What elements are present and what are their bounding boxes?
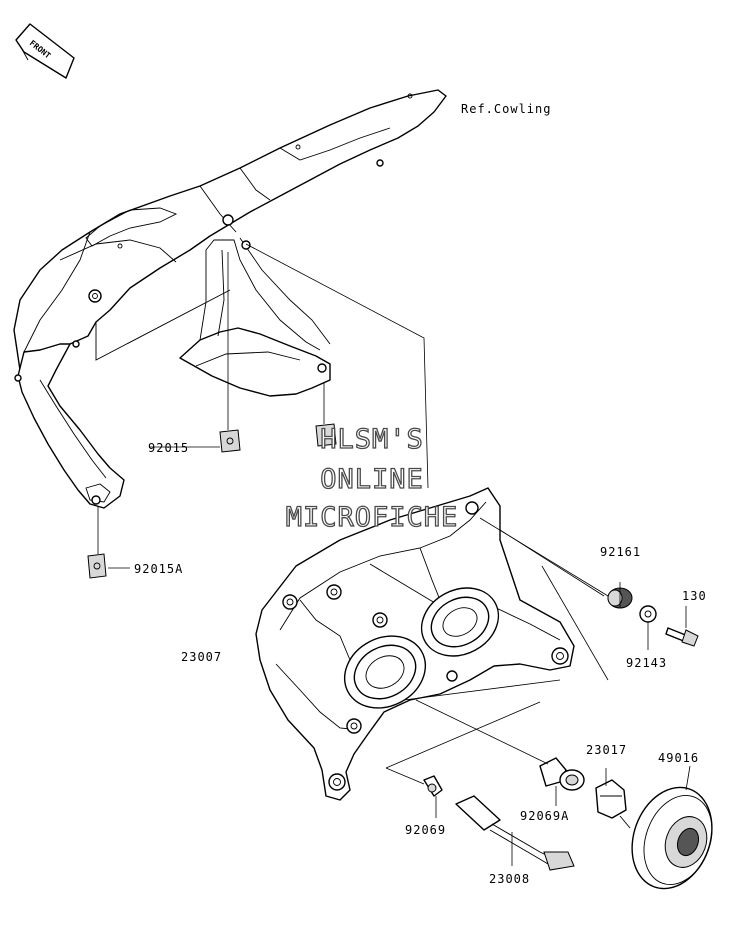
part-label-92161: 92161 [600, 545, 641, 559]
part-label-92069: 92069 [405, 823, 446, 837]
leader-lines [97, 243, 691, 866]
clip-nut-92015 [219, 429, 241, 453]
headlight-assembly [255, 487, 575, 801]
collar-92143 [639, 605, 657, 623]
watermark-line-3: MICROFICHE [286, 502, 459, 533]
part-label-92069A: 92069A [520, 809, 569, 823]
part-label-23017: 23017 [586, 743, 627, 757]
part-label-92015A: 92015A [134, 562, 183, 576]
dust-cover-49016 [631, 786, 713, 890]
part-label-92015: 92015 [148, 441, 189, 455]
part-label-49016: 49016 [658, 751, 699, 765]
harness-23008 [455, 795, 575, 871]
part-label-92143: 92143 [626, 656, 667, 670]
watermark-line-1: HLSM'S [320, 424, 424, 455]
part-label-23007: 23007 [181, 650, 222, 664]
ref-cowling-label: Ref.Cowling [461, 102, 551, 116]
watermark: HLSM'S ONLINE MICROFICHE [285, 423, 459, 533]
clip-nut-watermark-side [315, 423, 337, 447]
bolt-130 [665, 627, 699, 647]
part-label-23008: 23008 [489, 872, 530, 886]
clip-nut-92015A [87, 553, 107, 579]
part-label-130: 130 [682, 589, 707, 603]
bulb-92069A [539, 757, 585, 791]
front-direction-badge: FRONT [15, 23, 75, 79]
socket-23017 [595, 779, 631, 829]
cowling-frame [13, 89, 447, 509]
bulb-92069 [423, 775, 443, 797]
watermark-line-2: ONLINE [320, 464, 424, 495]
